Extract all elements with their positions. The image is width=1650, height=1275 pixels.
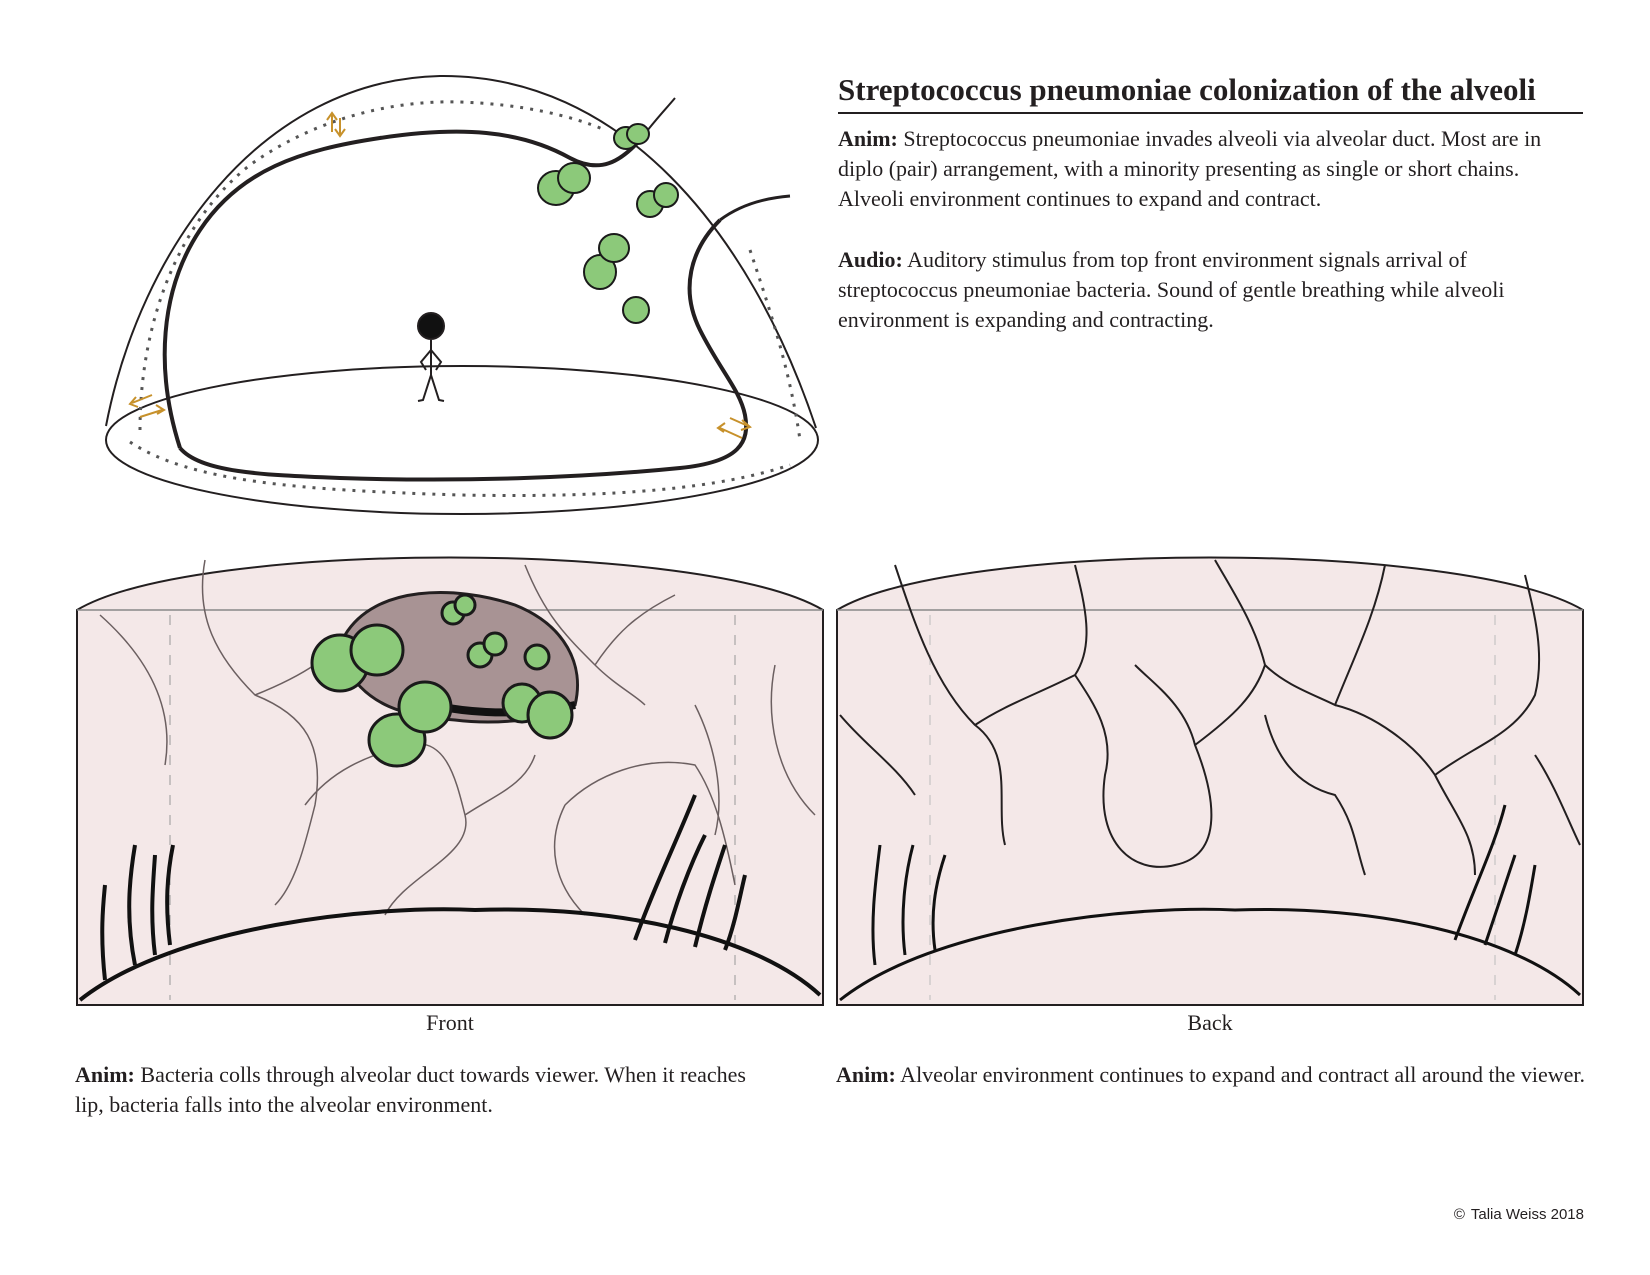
dome-outline: [105, 74, 817, 429]
back-tissue-lines: [839, 559, 1581, 876]
inner-wall: [162, 129, 749, 482]
floor-lip: [78, 907, 822, 1002]
top-anim-description: Anim: Streptococcus pneumoniae invades a…: [838, 124, 1578, 214]
alveolus-dome-diagram: [105, 74, 819, 515]
front-anim-label: Anim:: [75, 1062, 135, 1087]
front-panel-illustration: [76, 556, 824, 1006]
dashed-membrane: [129, 100, 802, 498]
back-anim-description: Anim: Alveolar environment continues to …: [836, 1060, 1586, 1090]
back-cilia-right: [1453, 804, 1537, 956]
copyright-text: Talia Weiss 2018: [1470, 1206, 1584, 1223]
expansion-arrows: [128, 111, 752, 439]
alveolar-tissue-lines: [99, 559, 816, 916]
bacteria-front: [310, 593, 574, 768]
front-caption: Front: [426, 1010, 474, 1035]
bacteria-cluster: [537, 123, 679, 324]
back-panel-shape: [836, 556, 1584, 1006]
back-caption: Back: [1187, 1010, 1233, 1035]
duct-edge-right: [719, 194, 791, 222]
audio-text: Auditory stimulus from top front environ…: [838, 247, 1505, 332]
back-anim-text: Alveolar environment continues to expand…: [895, 1062, 1586, 1087]
back-anim-label: Anim:: [836, 1062, 896, 1087]
page-title: Streptococcus pneumoniae colonization of…: [838, 72, 1583, 114]
copyright-symbol: ©: [1453, 1206, 1465, 1223]
back-cilia-left: [871, 844, 947, 966]
anim-text: Streptococcus pneumoniae invades alveoli…: [838, 126, 1542, 211]
front-panel-shape: [76, 556, 824, 1006]
viewer-figure: [417, 312, 445, 402]
copyright-notice: © Talia Weiss 2018: [1454, 1206, 1584, 1223]
back-floor-lip: [839, 907, 1582, 1002]
top-audio-description: Audio: Auditory stimulus from top front …: [838, 245, 1578, 335]
back-panel-illustration: [836, 556, 1584, 1006]
cilia-left: [100, 844, 175, 981]
anim-label: Anim:: [838, 126, 898, 151]
cilia-right: [633, 794, 747, 951]
audio-label: Audio:: [838, 247, 903, 272]
front-anim-description: Anim: Bacteria colls through alveolar du…: [75, 1060, 775, 1120]
floor-ellipse: [105, 365, 819, 515]
front-anim-text: Bacteria colls through alveolar duct tow…: [75, 1062, 746, 1117]
